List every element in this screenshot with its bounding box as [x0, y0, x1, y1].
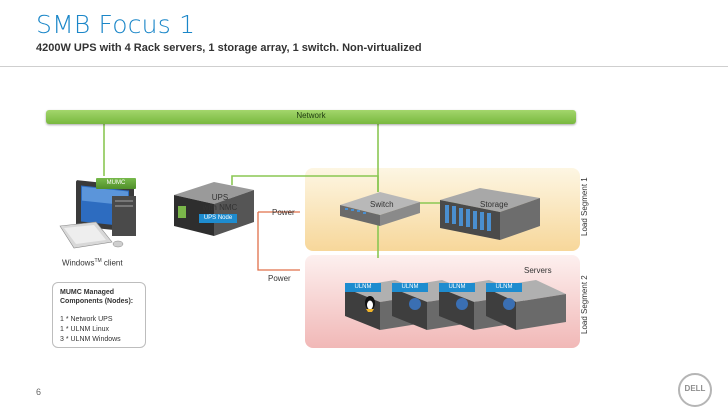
ups-label-line-1: UPS: [211, 193, 229, 202]
managed-components-box: [52, 282, 146, 348]
network-bar: [46, 110, 576, 124]
ups-node-badge: UPS Node: [199, 214, 237, 223]
node-item: 1 * Network UPS: [60, 316, 113, 323]
page-title: SMB Focus 1: [36, 10, 196, 39]
mumc-badge: MUMC: [96, 178, 136, 189]
page-subtitle: 4200W UPS with 4 Rack servers, 1 storage…: [36, 42, 422, 54]
windows-client-suffix: client: [101, 258, 123, 268]
windows-client-computer: [59, 180, 136, 249]
windows-client-name: Windows: [62, 258, 95, 268]
linux-tux-icon: [365, 296, 375, 312]
ulnm-badge-1: ULNM: [345, 283, 381, 292]
dell-logo-text: DELL: [684, 384, 706, 393]
dell-logo: [678, 373, 712, 407]
windows-logo-icon: [456, 298, 468, 310]
node-item: 3 * ULNM Windows: [60, 336, 121, 343]
switch-unit: [340, 192, 420, 226]
page-number: 6: [36, 387, 42, 397]
network-label: Network: [296, 111, 326, 120]
ulnm-badge-3: ULNM: [439, 283, 475, 292]
ups-unit: [174, 182, 254, 236]
windows-client-label: WindowsTM client: [62, 258, 123, 268]
windows-logo-icon: [503, 298, 515, 310]
ups-label-line-2: with NMC: [202, 203, 238, 212]
trademark-mark: TM: [94, 258, 102, 264]
storage-label: Storage: [480, 200, 509, 209]
load-segment-2-label: Load Segment 2: [580, 275, 589, 334]
load-segment-1-label: Load Segment 1: [580, 177, 589, 236]
network-links: [103, 124, 470, 258]
switch-label: Switch: [370, 200, 394, 209]
managed-components-title: MUMC Managed Components (Nodes):: [60, 289, 134, 305]
windows-logo-icon: [409, 298, 421, 310]
ups-label: UPS with NMC: [198, 193, 242, 213]
power-links: [257, 211, 300, 271]
power-label-bottom: Power: [268, 274, 291, 283]
power-link-seg2: [257, 212, 300, 271]
power-label-top: Power: [272, 208, 295, 217]
storage-array: [440, 188, 540, 240]
node-item: 1 * ULNM Linux: [60, 326, 110, 333]
ulnm-badge-4: ULNM: [486, 283, 522, 292]
servers-label: Servers: [524, 266, 552, 275]
network-link-ups: [231, 175, 379, 192]
title-divider: [0, 66, 728, 67]
ulnm-badge-2: ULNM: [392, 283, 428, 292]
